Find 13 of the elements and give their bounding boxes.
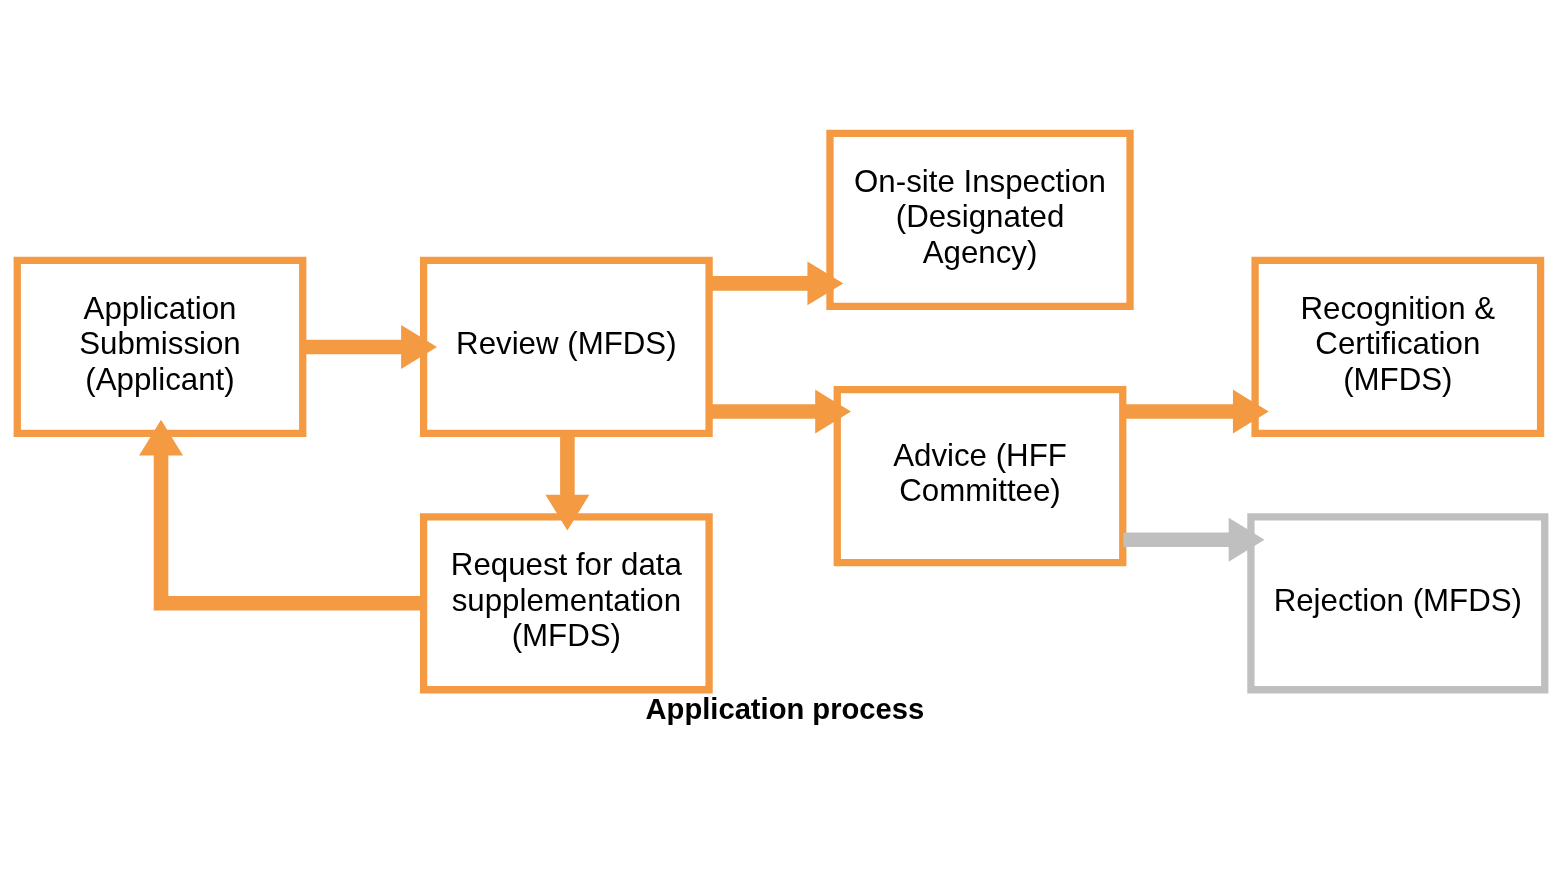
caption: Application process [645,692,925,725]
node-box: Recognition & Certification (MFDS) [1251,256,1545,437]
arrow [709,260,844,305]
arrow [1123,517,1265,562]
node-box: On-site Inspection (Designated Agency) [826,129,1134,310]
arrow [1123,389,1269,433]
node-box: Advice (HFF Committee) [833,385,1127,566]
node-box: Review (MFDS) [419,256,713,437]
node-box: Rejection (MFDS) [1247,512,1549,693]
node-box: Application Submission (Applicant) [13,256,307,437]
arrow [303,324,437,369]
node-box: Request for data supplementation (MFDS) [419,512,713,693]
arrow [709,389,852,433]
